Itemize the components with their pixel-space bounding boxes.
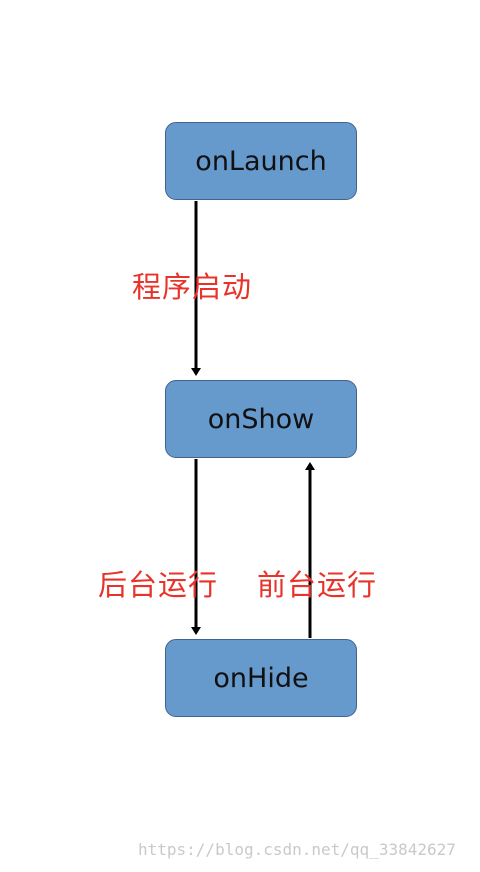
label-show-to-hide: 后台运行 — [98, 568, 219, 602]
label-hide-to-show: 前台运行 — [257, 568, 378, 602]
onshow-node: onShow — [165, 380, 357, 458]
onlaunch-node-label: onLaunch — [195, 145, 327, 177]
watermark-text: https://blog.csdn.net/qq_33842627 — [138, 840, 456, 859]
onhide-node-label: onHide — [213, 662, 309, 694]
onhide-node: onHide — [165, 639, 357, 717]
onlaunch-node: onLaunch — [165, 122, 357, 200]
onshow-node-label: onShow — [207, 403, 315, 435]
label-launch-to-show: 程序启动 — [132, 270, 253, 304]
